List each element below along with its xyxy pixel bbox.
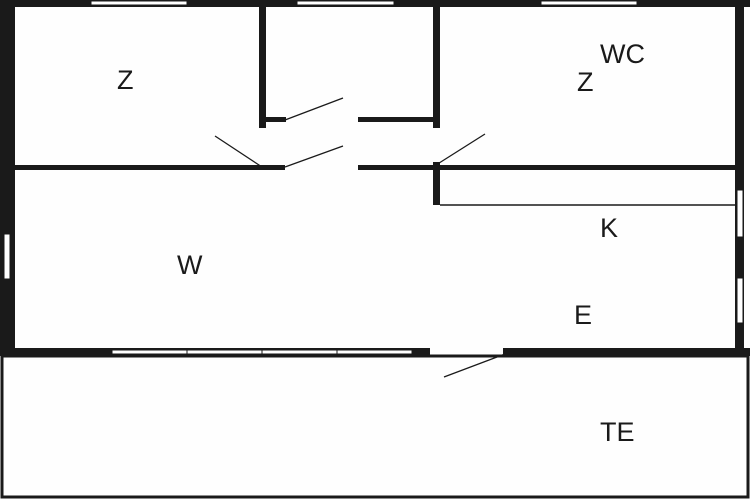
- right-wall: [735, 0, 744, 356]
- window: [3, 233, 11, 280]
- door-swing: [284, 97, 344, 121]
- interior-wall: [358, 117, 440, 122]
- window: [261, 349, 338, 355]
- room-label-bedroom: Z: [577, 67, 594, 97]
- window: [540, 0, 638, 6]
- room-label-wc: WC: [600, 39, 645, 69]
- door-swing: [214, 135, 263, 168]
- door-swing: [443, 353, 506, 378]
- doors: [214, 97, 506, 378]
- room-label-bedroom: Z: [117, 65, 134, 95]
- window: [736, 189, 744, 238]
- room-label-dining: E: [574, 300, 592, 330]
- door-swing: [284, 145, 344, 168]
- interior-wall: [15, 165, 285, 170]
- door-swing: [435, 133, 486, 166]
- interior-wall: [433, 7, 440, 128]
- interior-wall: [433, 162, 440, 205]
- left-wall: [0, 0, 15, 356]
- room-label-terrace: TE: [600, 417, 635, 447]
- interior-wall: [358, 165, 738, 170]
- window: [186, 349, 263, 355]
- window: [111, 349, 188, 355]
- window: [336, 349, 413, 355]
- room-label-living: W: [177, 250, 203, 280]
- window: [296, 0, 395, 6]
- interior-wall: [259, 117, 286, 122]
- room-label-kitchen: K: [600, 213, 618, 243]
- windows: [3, 0, 744, 355]
- room-labels: Z Z WC K W E TE: [117, 39, 645, 447]
- terrace-outline: [0, 354, 750, 499]
- window: [736, 277, 744, 324]
- window: [90, 0, 188, 6]
- interior-wall: [259, 7, 266, 128]
- south-wall: [503, 348, 750, 356]
